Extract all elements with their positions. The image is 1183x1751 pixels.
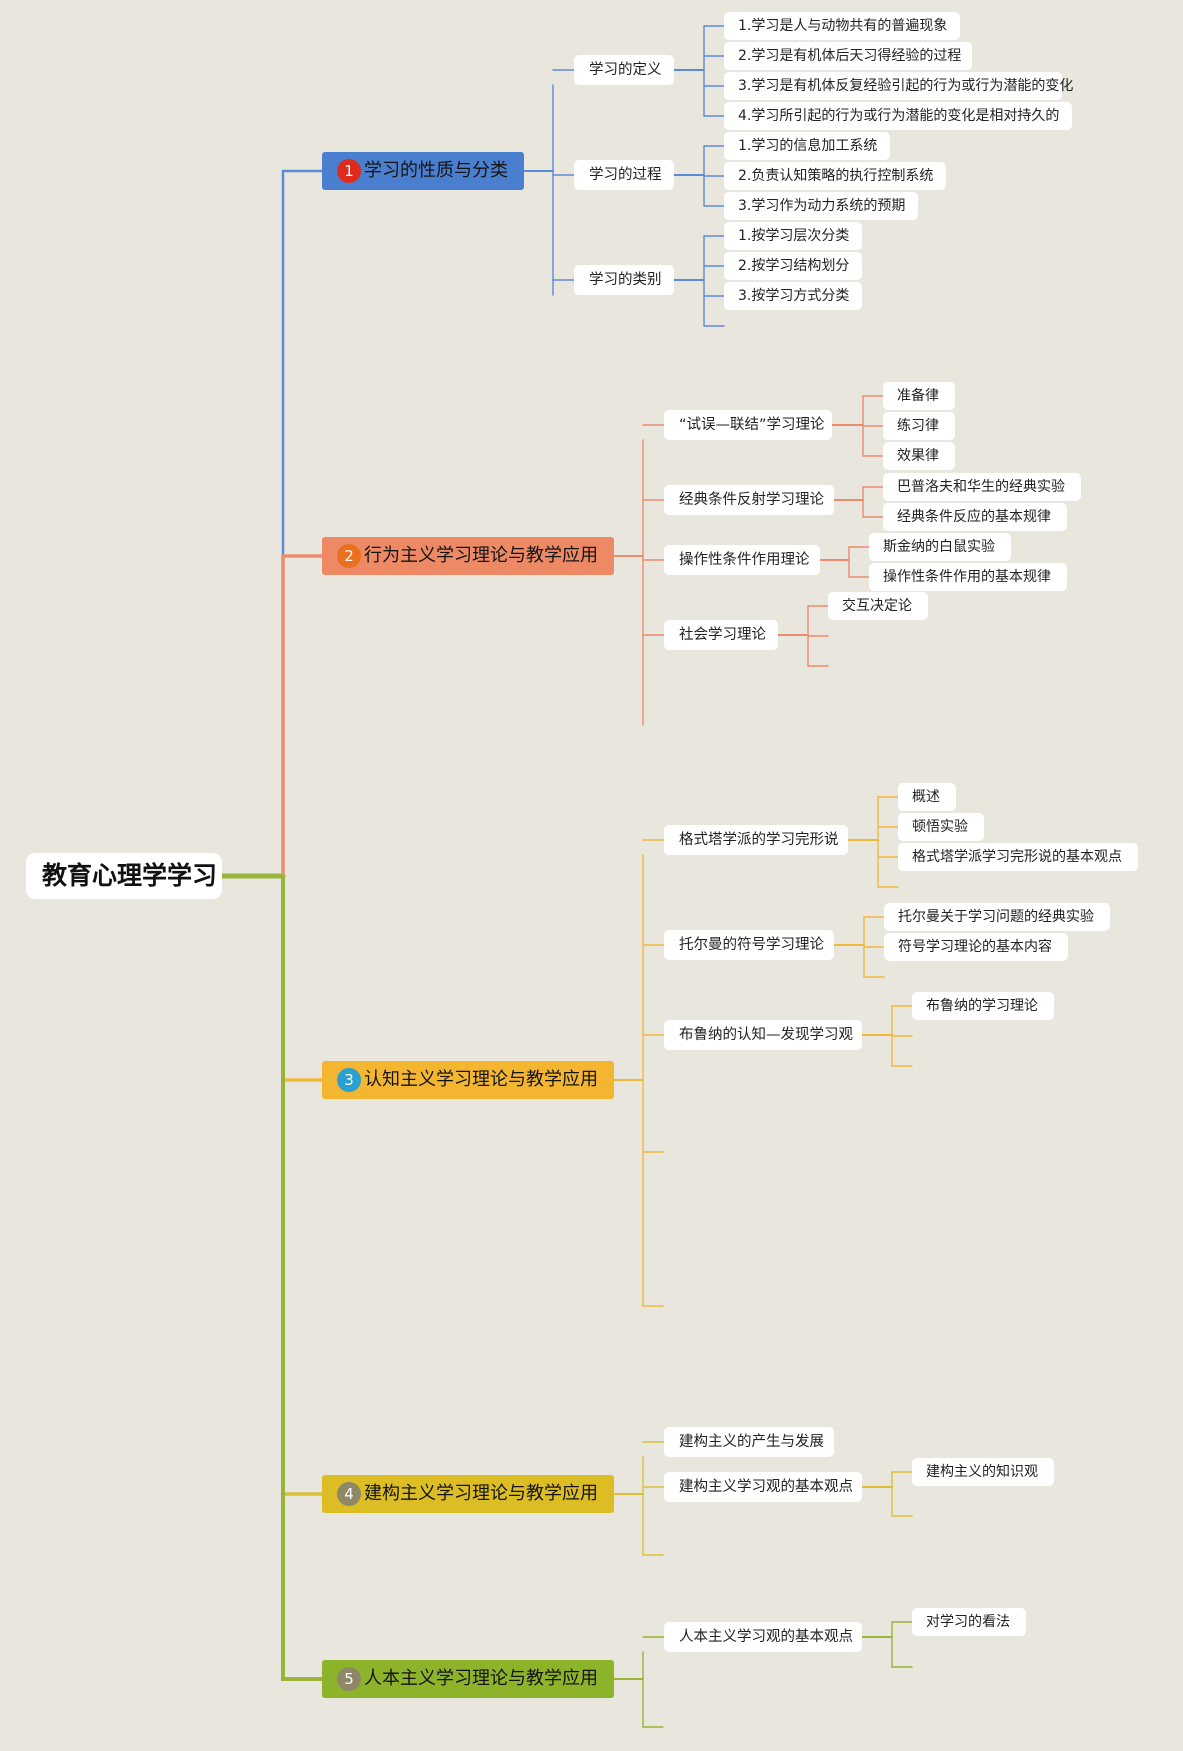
subtopic[interactable]: 布鲁纳的认知—发现学习观 xyxy=(664,1020,862,1050)
leaf-topic[interactable]: 1.学习的信息加工系统 xyxy=(724,132,890,160)
leaf-topic[interactable]: 2.负责认知策略的执行控制系统 xyxy=(724,162,946,190)
leaf-topic[interactable]: 1.按学习层次分类 xyxy=(724,222,862,250)
leaf-topic[interactable]: 巴普洛夫和华生的经典实验 xyxy=(883,473,1081,501)
subtopic[interactable]: 学习的定义 xyxy=(574,55,674,85)
branch-connector xyxy=(281,554,324,878)
leaf-topic[interactable]: 概述 xyxy=(898,783,956,811)
subtopic[interactable]: 学习的类别 xyxy=(574,265,674,295)
subtopic[interactable]: “试误—联结”学习理论 xyxy=(664,410,832,440)
subtopic[interactable]: 经典条件反射学习理论 xyxy=(664,485,834,515)
leaf-topic[interactable]: 3.按学习方式分类 xyxy=(724,282,862,310)
leaf-topic[interactable]: 斯金纳的白鼠实验 xyxy=(869,533,1011,561)
leaf-topic[interactable]: 1.学习是人与动物共有的普遍现象 xyxy=(724,12,960,40)
subtopic[interactable]: 建构主义的产生与发展 xyxy=(664,1427,834,1457)
number-badge-icon: 3 xyxy=(337,1068,361,1092)
branch-label: 认知主义学习理论与教学应用 xyxy=(364,1069,598,1090)
number-badge-icon: 5 xyxy=(337,1667,361,1691)
leaf-topic[interactable]: 托尔曼关于学习问题的经典实验 xyxy=(884,903,1110,931)
leaf-topic[interactable]: 练习律 xyxy=(883,412,955,440)
branch-label: 建构主义学习理论与教学应用 xyxy=(364,1483,598,1504)
subtopic[interactable]: 学习的过程 xyxy=(574,160,674,190)
subtopic[interactable]: 操作性条件作用理论 xyxy=(664,545,820,575)
subtopic[interactable]: 格式塔学派的学习完形说 xyxy=(664,825,848,855)
leaf-topic[interactable]: 2.按学习结构划分 xyxy=(724,252,862,280)
leaf-topic[interactable]: 对学习的看法 xyxy=(912,1608,1026,1636)
root-topic[interactable]: 教育心理学学习 xyxy=(26,853,222,899)
branch-connector xyxy=(281,874,324,1681)
subtopic[interactable]: 社会学习理论 xyxy=(664,620,778,650)
number-badge-icon: 4 xyxy=(337,1482,361,1506)
branch-connector xyxy=(281,874,324,1082)
leaf-topic[interactable]: 符号学习理论的基本内容 xyxy=(884,933,1068,961)
leaf-topic[interactable]: 格式塔学派学习完形说的基本观点 xyxy=(898,843,1138,871)
branch-label: 行为主义学习理论与教学应用 xyxy=(364,545,598,566)
subtopic[interactable]: 建构主义学习观的基本观点 xyxy=(664,1472,862,1502)
number-badge-icon: 1 xyxy=(337,159,361,183)
leaf-topic[interactable]: 操作性条件作用的基本规律 xyxy=(869,563,1067,591)
leaf-topic[interactable]: 效果律 xyxy=(883,442,955,470)
leaf-topic[interactable]: 交互决定论 xyxy=(828,592,928,620)
leaf-topic[interactable]: 2.学习是有机体后天习得经验的过程 xyxy=(724,42,972,70)
branch-connector xyxy=(281,169,324,878)
branch-label: 学习的性质与分类 xyxy=(364,160,508,181)
leaf-topic[interactable]: 布鲁纳的学习理论 xyxy=(912,992,1054,1020)
number-badge-icon: 2 xyxy=(337,544,361,568)
branch-connector xyxy=(281,874,324,1496)
leaf-topic[interactable]: 4.学习所引起的行为或行为潜能的变化是相对持久的 xyxy=(724,102,1072,130)
leaf-topic[interactable]: 建构主义的知识观 xyxy=(912,1458,1054,1486)
leaf-topic[interactable]: 准备律 xyxy=(883,382,955,410)
branch-label: 人本主义学习理论与教学应用 xyxy=(364,1668,598,1689)
subtopic[interactable]: 托尔曼的符号学习理论 xyxy=(664,930,834,960)
leaf-topic[interactable]: 顿悟实验 xyxy=(898,813,984,841)
leaf-topic[interactable]: 经典条件反应的基本规律 xyxy=(883,503,1067,531)
leaf-topic[interactable]: 3.学习作为动力系统的预期 xyxy=(724,192,918,220)
subtopic[interactable]: 人本主义学习观的基本观点 xyxy=(664,1622,862,1652)
leaf-topic[interactable]: 3.学习是有机体反复经验引起的行为或行为潜能的变化 xyxy=(724,72,1073,100)
